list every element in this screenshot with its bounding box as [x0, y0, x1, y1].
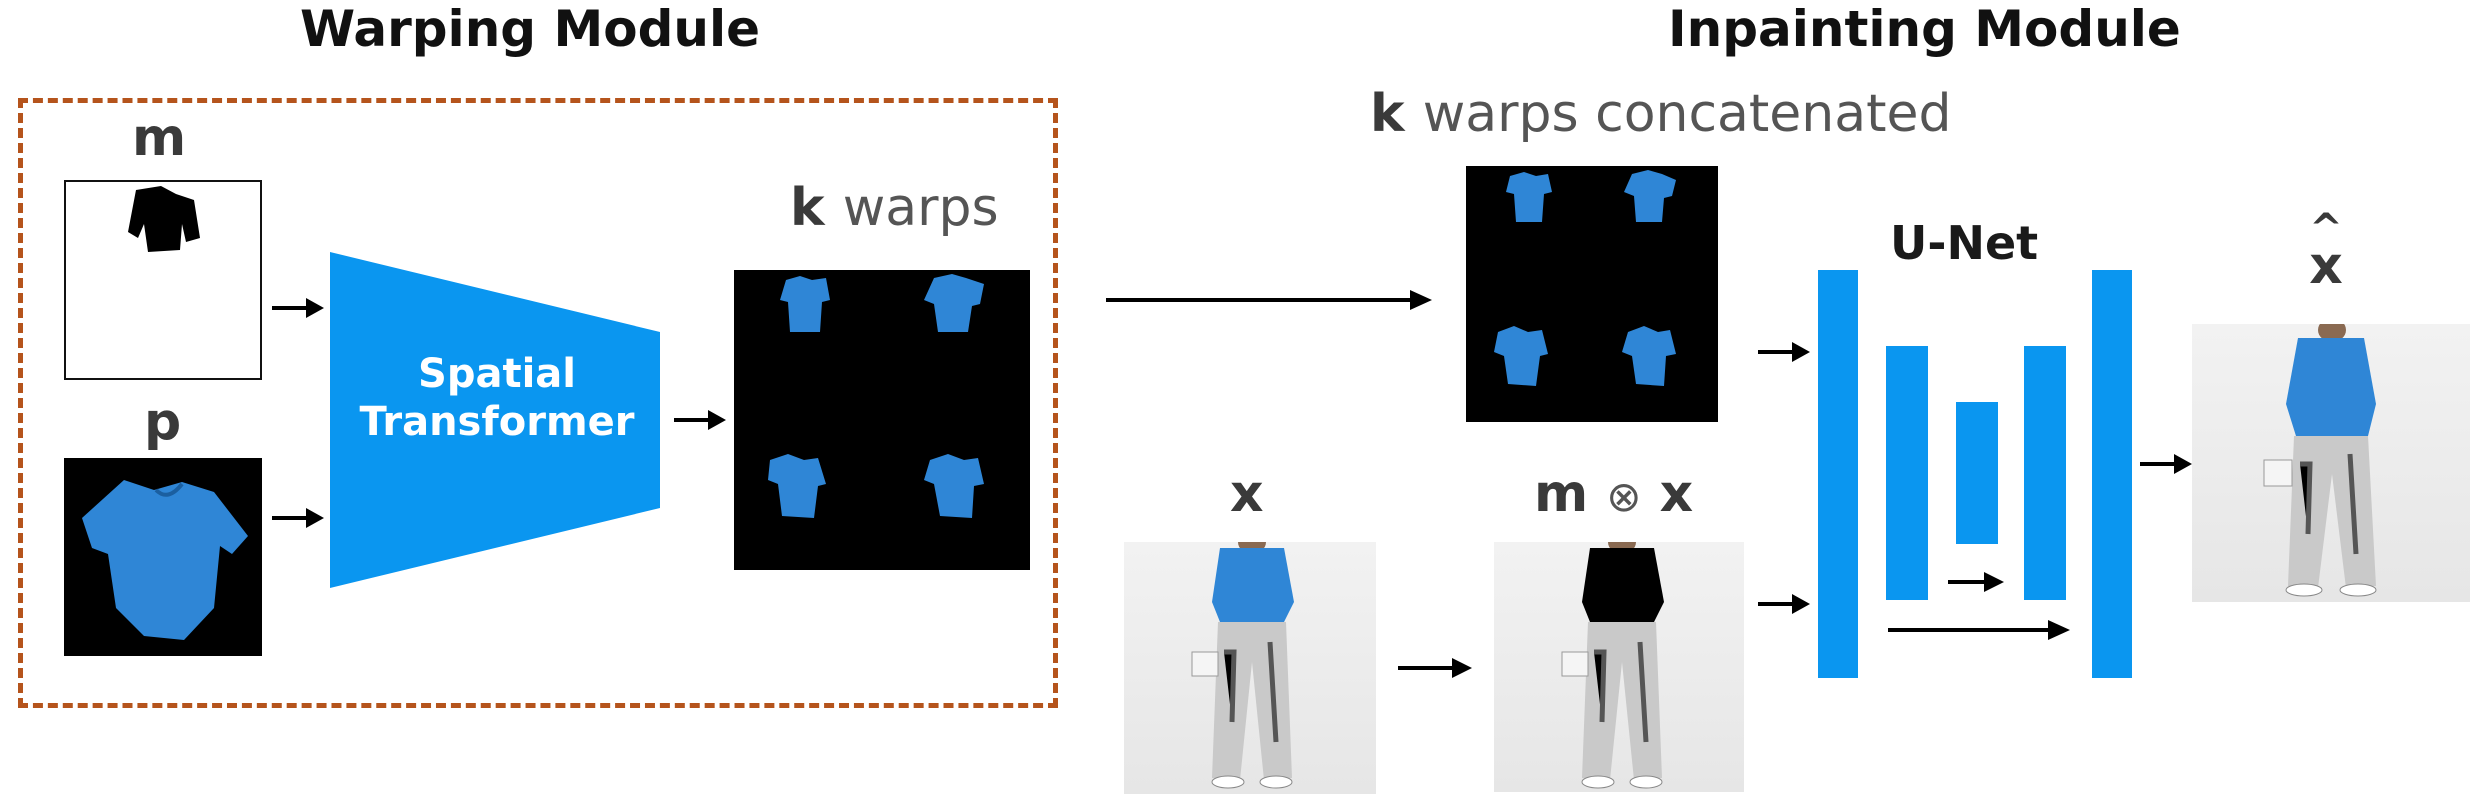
person-image	[1124, 542, 1376, 794]
unet-bar-1	[1818, 270, 1858, 678]
output-image	[2192, 324, 2470, 602]
mx-x: x	[1659, 464, 1694, 524]
person-icon	[1191, 542, 1294, 789]
arrow-warps-to-concat	[1106, 290, 1432, 310]
arrow-m-to-st	[272, 298, 324, 318]
product-image	[64, 458, 262, 656]
inpainting-module-title: Inpainting Module	[1668, 0, 2181, 58]
warps-text: warps	[842, 178, 999, 238]
unet-skip-arrow-short	[1948, 572, 2004, 592]
masked-person-icon	[1561, 542, 1664, 789]
spatial-transformer-label: Spatial Transformer	[330, 350, 664, 446]
warping-module-box	[18, 98, 1058, 708]
arrow-masked-to-unet	[1758, 594, 1810, 614]
mask-image	[64, 180, 262, 380]
spatial-transformer-line2: Transformer	[359, 399, 635, 445]
warping-module-title: Warping Module	[300, 0, 761, 58]
unet-bar-4	[2024, 346, 2066, 600]
mx-m: m	[1534, 464, 1589, 524]
unet-bar-2	[1886, 346, 1928, 600]
masked-person-label: m ⊗ x	[1534, 464, 1693, 524]
k-warps-concat-label: k warps concatenated	[1370, 84, 1952, 144]
unet-label: U-Net	[1890, 216, 2039, 270]
unet-bar-3	[1956, 402, 1998, 544]
output-label: ^ x	[2306, 209, 2346, 296]
k-warps-grid	[734, 270, 1030, 570]
unet-bar-5	[2092, 270, 2132, 678]
person-label: x	[1230, 464, 1264, 524]
masked-person-image	[1494, 542, 1744, 792]
arrow-st-to-warps	[674, 410, 726, 430]
output-x: x	[2309, 236, 2343, 296]
spatial-transformer-line1: Spatial	[418, 351, 576, 397]
warps-concatenated-text: warps concatenated	[1422, 84, 1952, 144]
arrow-p-to-st	[272, 508, 324, 528]
arrow-x-to-masked	[1398, 658, 1472, 678]
k-symbol-2: k	[1370, 84, 1405, 144]
arrow-unet-to-output	[2140, 454, 2192, 474]
output-person-icon	[2263, 324, 2377, 597]
concatenated-warps-image	[1466, 166, 1718, 422]
unet-skip-arrow-long	[1888, 620, 2070, 640]
k-warps-label: k warps	[790, 178, 999, 238]
k-symbol: k	[790, 178, 825, 238]
shirt-mask-icon	[128, 186, 200, 252]
arrow-concat-to-unet	[1758, 342, 1810, 362]
product-label: p	[144, 392, 182, 452]
mask-label: m	[132, 108, 187, 168]
warped-shirts-icon	[768, 274, 984, 518]
mx-operator: ⊗	[1606, 472, 1642, 521]
tshirt-icon	[82, 480, 248, 640]
spatial-transformer-block	[330, 252, 660, 588]
concat-shirts-icon	[1494, 170, 1676, 386]
